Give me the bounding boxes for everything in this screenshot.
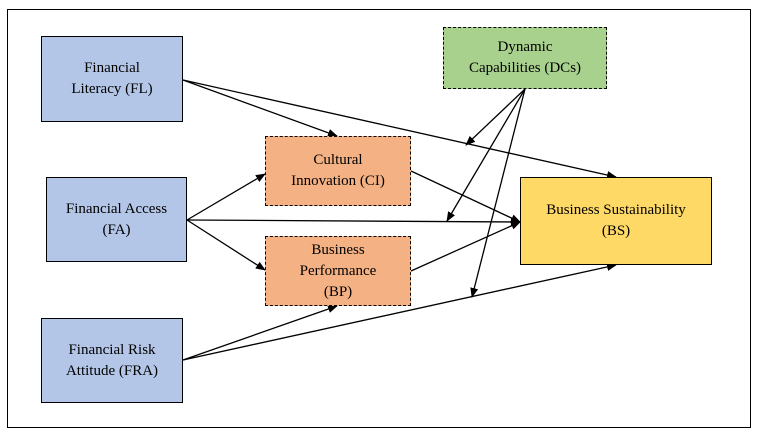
arrow-fa-bs (186, 217, 521, 226)
node-label-line: Innovation (CI) (291, 173, 385, 189)
node-cultural-innovation: Cultural Innovation (CI) (265, 136, 411, 206)
arrow-dc-fra-path (470, 88, 526, 298)
arrow-fra-bs (182, 263, 617, 361)
arrow-fl-ci (182, 79, 338, 137)
node-label-line: Attitude (FRA) (65, 362, 159, 379)
diagram-frame (7, 9, 751, 428)
node-label-line: Financial Access (65, 200, 168, 217)
node-label-line: Business (311, 241, 365, 258)
arrow-dc-fl-path (465, 88, 526, 146)
node-label-line: Cultural (313, 152, 363, 168)
node-label-line: Dynamic (497, 39, 553, 55)
arrow-fa-ci (186, 173, 266, 221)
arrow-fra-bp (182, 305, 338, 361)
node-label-line: Business Sustainability (546, 202, 686, 218)
node-financial-literacy: Financial Literacy (FL) (41, 36, 183, 122)
node-label-line: (FA) (102, 221, 131, 238)
node-business-performance: Business Performance (BP) (265, 236, 411, 306)
arrow-ci-bs (410, 170, 521, 223)
node-label-line: Literacy (FL) (71, 81, 153, 97)
node-financial-access: Financial Access (FA) (46, 177, 187, 262)
arrow-bp-bs (410, 221, 521, 272)
arrow-fa-bp (186, 219, 266, 271)
node-label-line: Financial Risk (68, 341, 156, 358)
node-label-line: Financial (84, 60, 140, 76)
node-dynamic-capabilities: Dynamic Capabilities (DCs) (443, 27, 607, 89)
node-label-line: Capabilities (DCs) (468, 60, 582, 76)
node-business-sustainability: Business Sustainability (BS) (520, 177, 712, 265)
node-label-line: (BP) (323, 283, 353, 300)
node-financial-risk-attitude: Financial Risk Attitude (FRA) (41, 318, 183, 403)
arrow-fl-bs (182, 79, 617, 179)
node-label-line: (BS) (601, 223, 631, 239)
node-label-line: Performance (299, 262, 377, 279)
arrow-dc-fa-path (446, 88, 526, 222)
